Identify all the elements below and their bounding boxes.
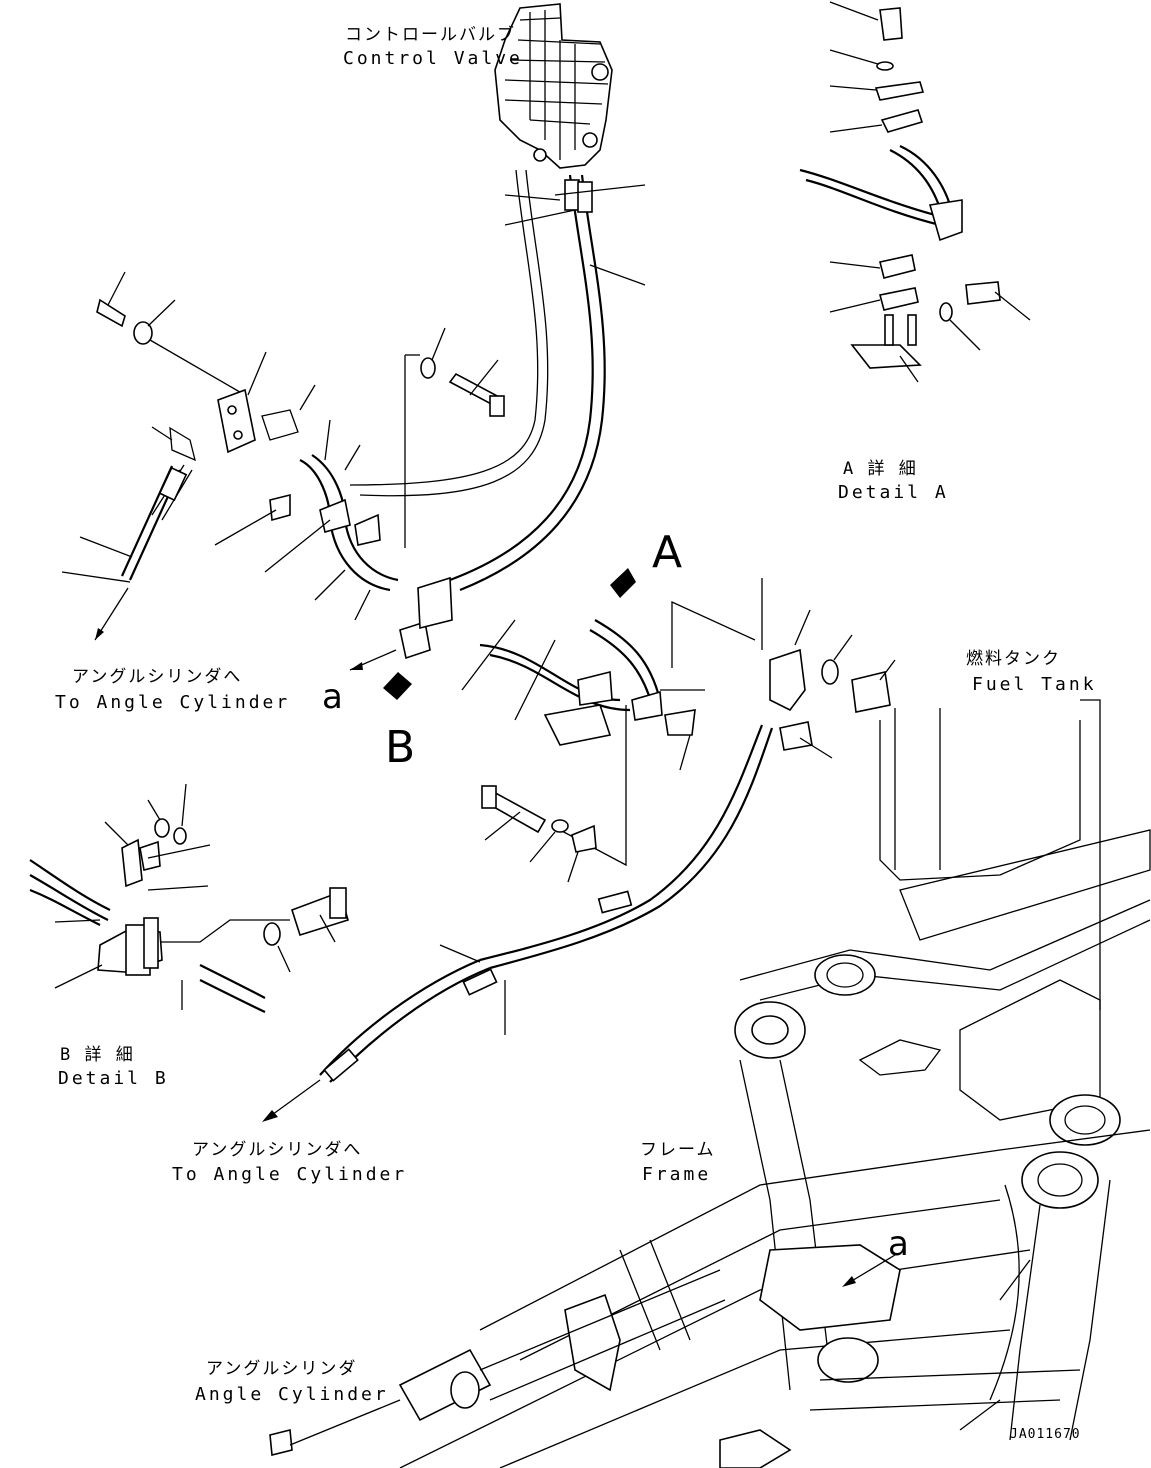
to-angle-cylinder-2-label-jp: アングルシリンダへ [192,1140,362,1160]
detail-a-label-en: Detail A [838,482,949,503]
hose-to-angle-cylinder [262,944,506,1122]
angle-cylinder-label-jp: アングルシリンダ [206,1359,357,1379]
detail-a-assembly [799,1,1031,383]
frame-ref-arrow [842,1254,896,1287]
right-fittings [479,578,896,970]
detail-a-label-jp: A 詳 細 [843,459,918,479]
fuel-tank-label-en: Fuel Tank [972,674,1097,695]
angle-cylinder-label-en: Angle Cylinder [195,1384,389,1405]
center-junction [349,568,636,700]
frame-label-jp: フレーム [640,1140,716,1160]
to-angle-cylinder-2-label-en: To Angle Cylinder [172,1164,407,1185]
detail-b-label-jp: B 詳 細 [60,1045,135,1065]
center-clamps [461,600,756,883]
angle-cylinder [269,1269,726,1457]
main-hoses [349,169,646,592]
frame-label-en: Frame [642,1164,711,1185]
control-valve [494,3,613,169]
control-valve-label-jp: コントロールバルブ [345,24,516,45]
clamp-cluster-left [214,327,505,621]
ref-a-frame-marker: a [888,1224,909,1264]
view-b-marker: B [385,722,415,773]
left-junction-block [61,271,316,641]
view-a-marker: A [652,527,682,578]
fuel-tank-label-jp: 燃料タンク [966,649,1061,669]
detail-b-label-en: Detail B [58,1068,169,1089]
to-angle-cylinder-1-label-jp: アングルシリンダへ [72,667,242,687]
detail-b-assembly [29,783,349,1013]
control-valve-label-en: Control Valve [343,48,523,69]
to-angle-cylinder-1-label-en: To Angle Cylinder [55,692,290,713]
frame-structure [399,699,1151,1468]
drawing-code: JA011670 [1010,1427,1081,1442]
ref-a-left-marker: a [322,677,343,717]
